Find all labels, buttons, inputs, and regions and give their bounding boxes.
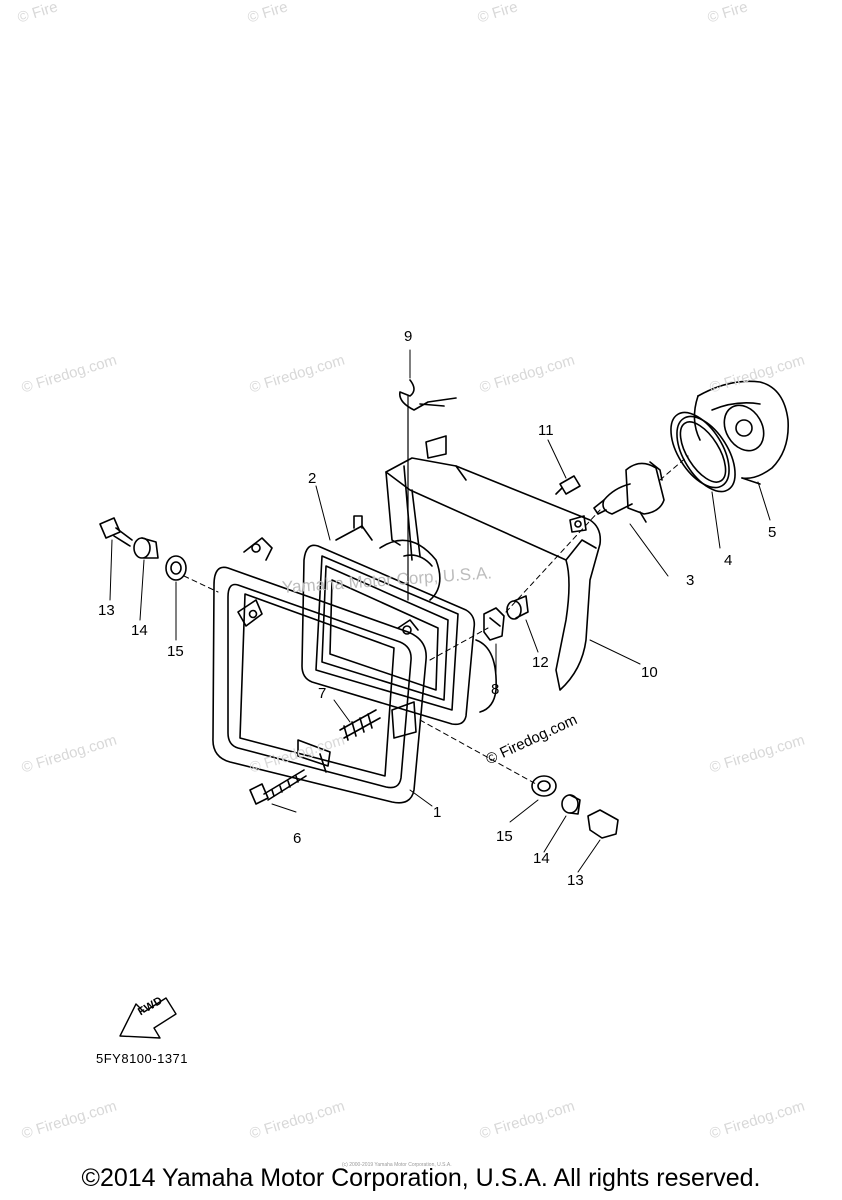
callout-3: 3 (686, 572, 695, 589)
callout-11: 11 (538, 422, 554, 439)
headlight-housing-part (385, 435, 602, 691)
fwd-arrow (119, 997, 177, 1039)
collar-part (506, 595, 529, 620)
wire-clip-part (398, 379, 457, 601)
tiny-copyright-note: (c) 2000-2019 Yamaha Motor Corporation, … (342, 1162, 452, 1168)
callout-6: 6 (293, 830, 302, 847)
adjust-screw-part (339, 709, 381, 741)
callout-13-left: 13 (98, 602, 115, 619)
clip-nut-part (483, 607, 505, 641)
headlight-bulb-part (593, 461, 665, 523)
left-bolt-part (99, 517, 133, 547)
headlight-lens-unit-part (301, 515, 497, 726)
left-grommet-part (165, 555, 187, 581)
callout-10: 10 (641, 664, 658, 681)
long-screw-part (249, 769, 307, 805)
callout-14-left: 14 (131, 622, 148, 639)
headlight-cover-cap-part (693, 380, 789, 485)
right-bolt-part (587, 809, 619, 839)
callout-15-left: 15 (167, 643, 184, 660)
right-grommet-part (531, 775, 557, 797)
headlight-rim-part (212, 537, 427, 804)
left-collar-part (133, 537, 159, 559)
right-collar-part (561, 794, 581, 815)
callout-1: 1 (433, 804, 442, 821)
callout-15-right: 15 (496, 828, 513, 845)
callout-14-right: 14 (533, 850, 550, 867)
callout-13-right: 13 (567, 872, 584, 889)
callout-12: 12 (532, 654, 549, 671)
callout-5: 5 (768, 524, 777, 541)
bulb-cover-ring-part (670, 411, 736, 493)
callout-4: 4 (724, 552, 733, 569)
callout-7: 7 (318, 685, 327, 702)
callout-2: 2 (308, 470, 317, 487)
copyright-footer: ©2014 Yamaha Motor Corporation, U.S.A. A… (81, 1164, 761, 1192)
small-screw-part (555, 475, 581, 495)
drawing-code: 5FY8100-1371 (96, 1051, 189, 1066)
callout-9: 9 (404, 328, 413, 345)
callout-8: 8 (491, 681, 500, 698)
